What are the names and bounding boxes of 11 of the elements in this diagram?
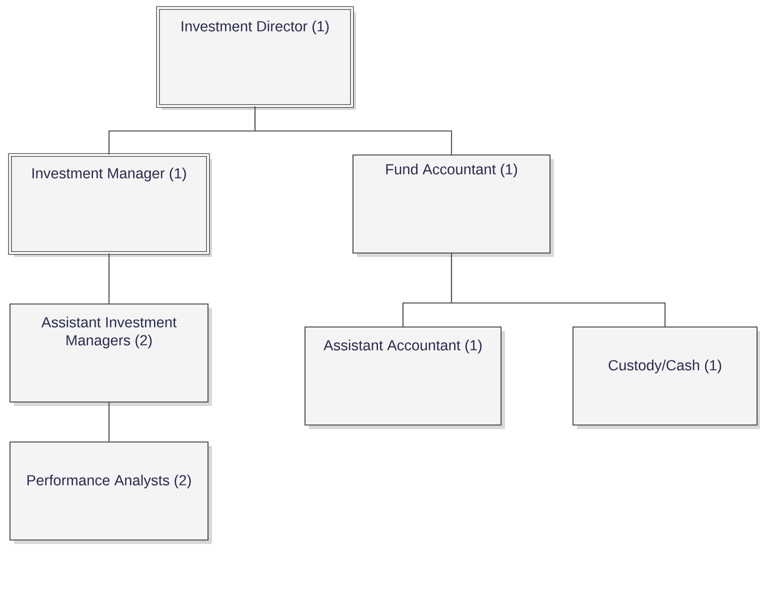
org-box: Custody/Cash (1) [572,326,758,426]
org-box: Investment Manager (1) [8,153,210,255]
org-box: Investment Director (1) [156,6,354,108]
connector-line [450,254,666,326]
connector-line [108,253,110,304]
org-box: Assistant Investment Managers (2) [9,303,209,403]
org-box: Assistant Accountant (1) [304,326,502,426]
connector-line [108,402,110,442]
org-box: Fund Accountant (1) [352,154,551,254]
org-box: Performance Analysts (2) [9,441,209,541]
connector-line [254,106,452,154]
